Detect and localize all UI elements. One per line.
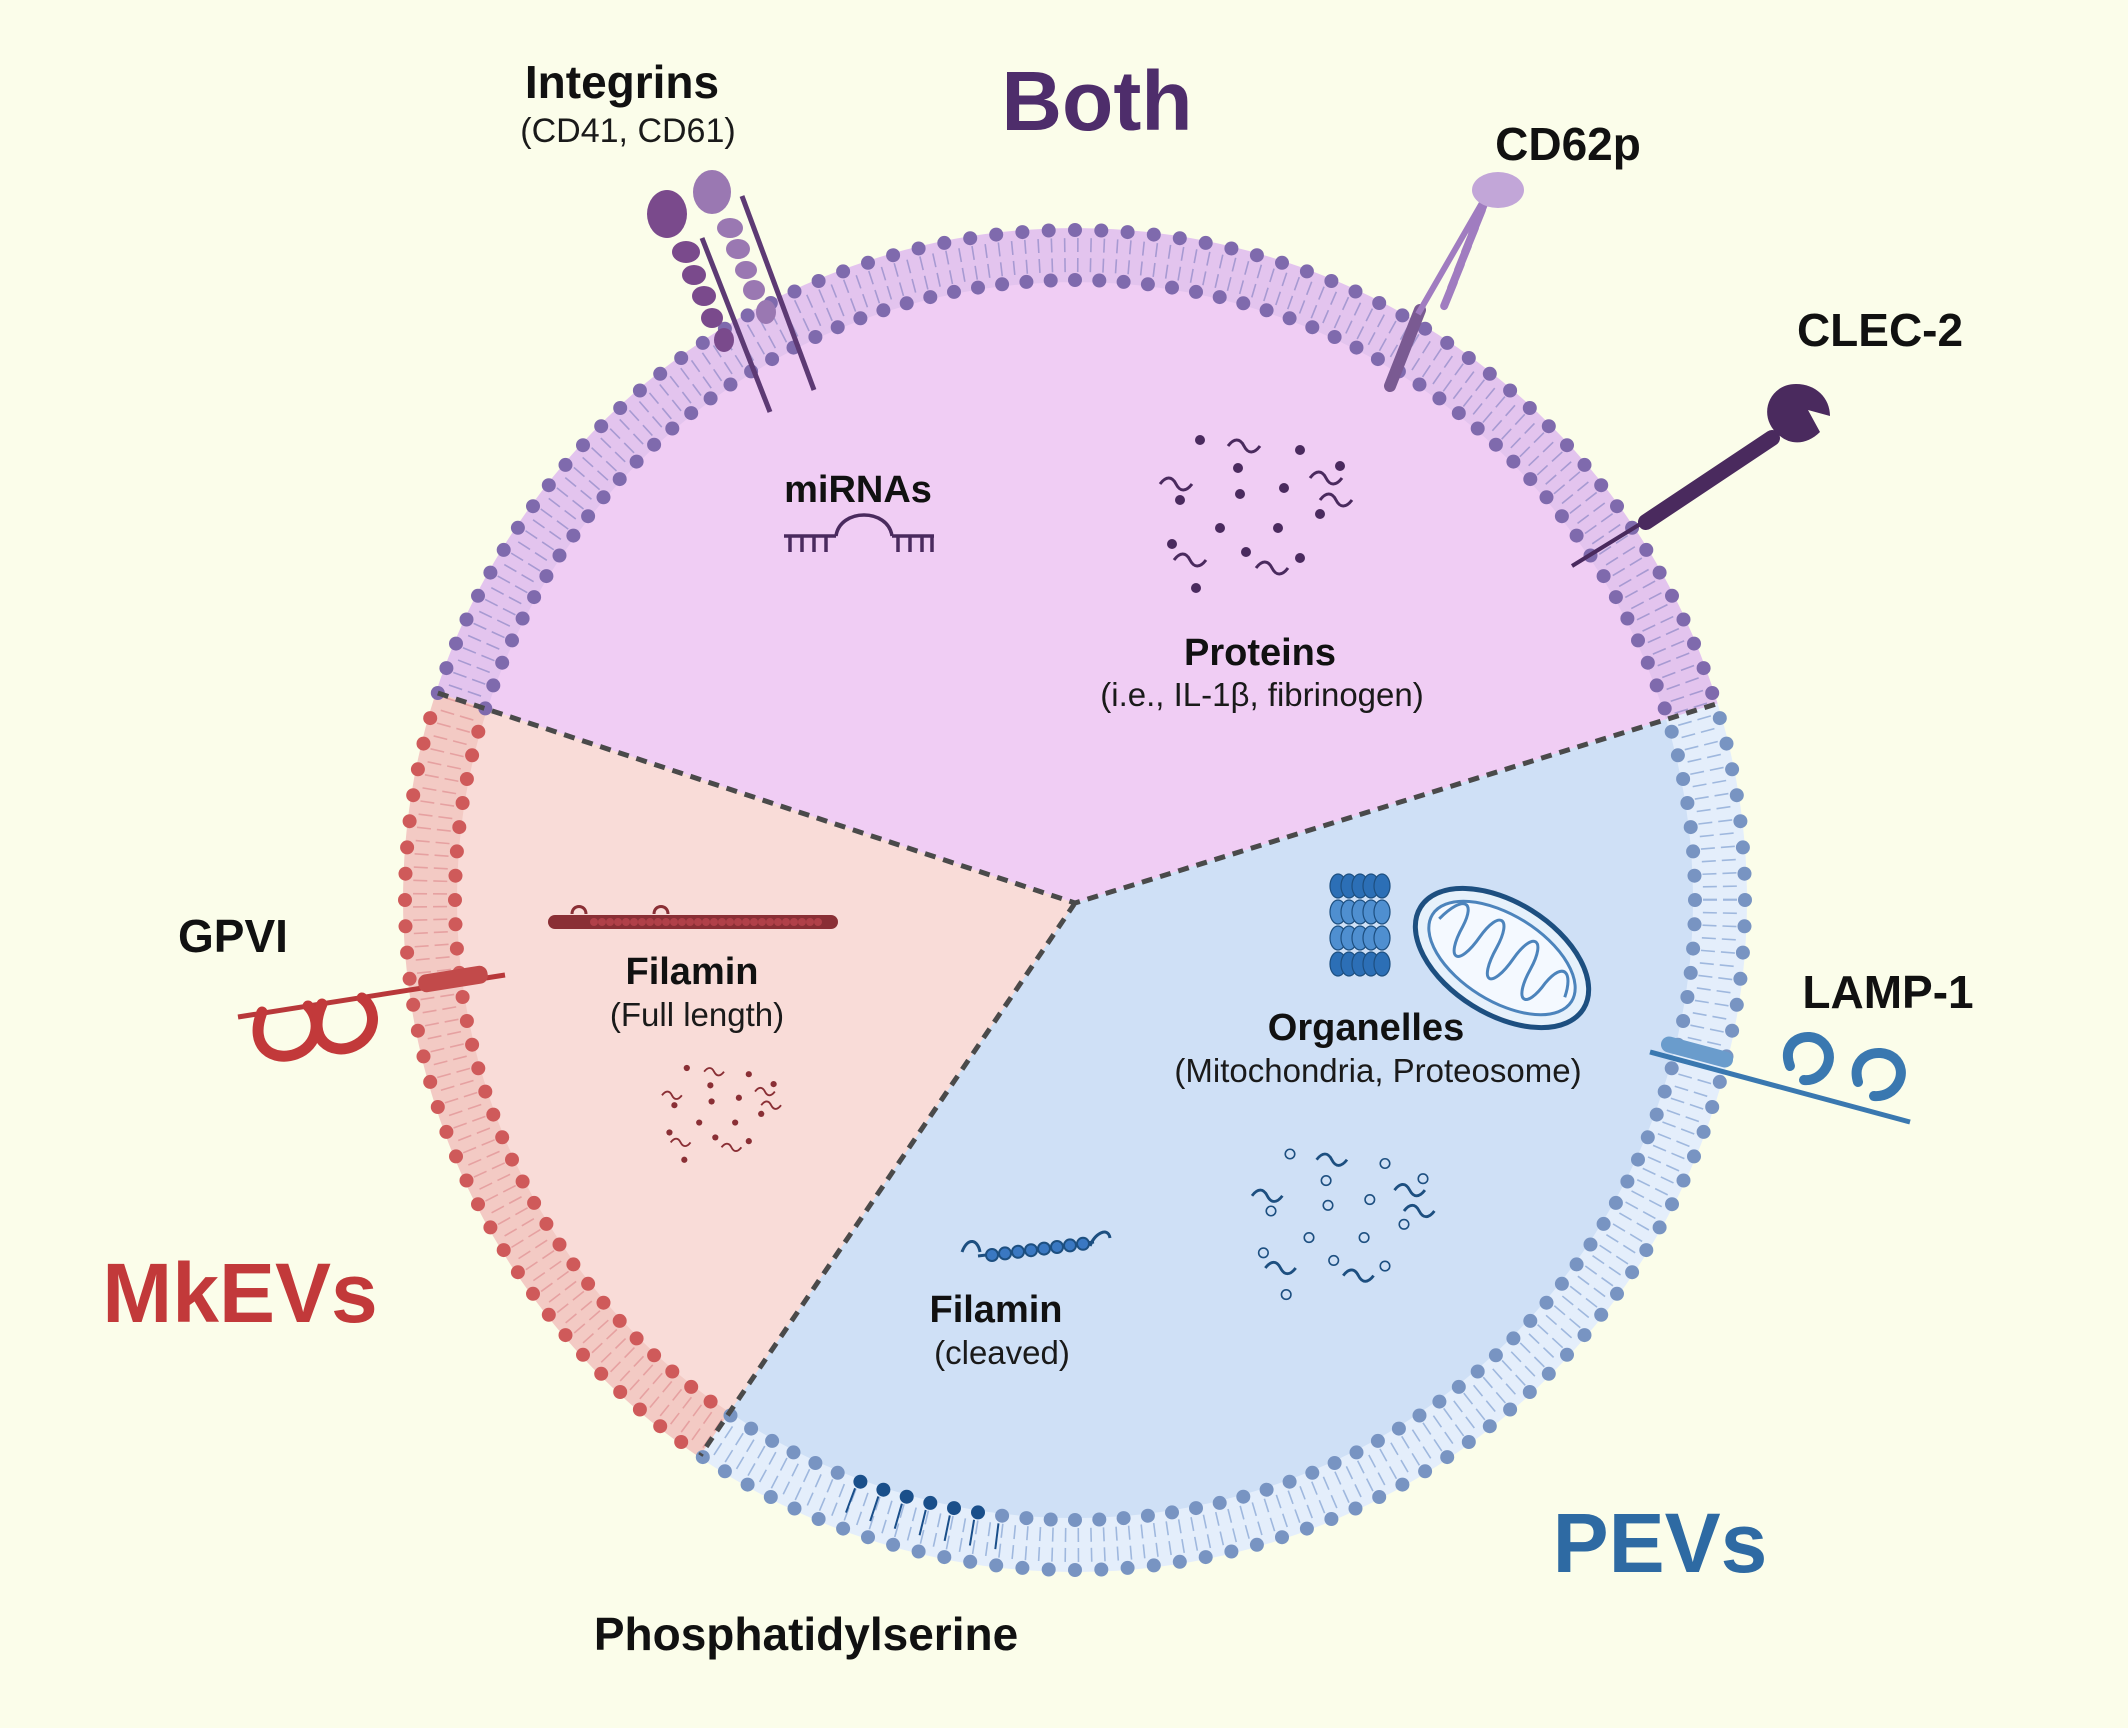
label-organelles: Organelles [1268,1007,1464,1049]
label-phosphatidylserine: Phosphatidylserine [594,1608,1018,1660]
label-clec2: CLEC-2 [1797,304,1963,356]
group-label-mkevs: MkEVs [102,1246,377,1340]
label-proteins-sub: (i.e., IL-1β, fibrinogen) [1100,676,1423,713]
label-proteins: Proteins [1184,632,1336,674]
label-filamin-cleaved-sub: (cleaved) [934,1334,1070,1371]
group-label-both: Both [1001,54,1192,148]
label-lamp1: LAMP-1 [1802,966,1973,1018]
label-filamin-full-sub: (Full length) [610,996,784,1033]
label-organelles-sub: (Mitochondria, Proteosome) [1174,1052,1581,1089]
label-cd62p: CD62p [1495,118,1641,170]
group-label-pevs: PEVs [1553,1496,1768,1590]
label-gpvi: GPVI [178,910,288,962]
label-mirnas: miRNAs [784,469,932,511]
label-filamin-cleaved: Filamin [929,1289,1062,1331]
label-filamin-full: Filamin [625,951,758,993]
label-integrins-sub: (CD41, CD61) [520,112,735,150]
label-integrins: Integrins [525,56,719,108]
